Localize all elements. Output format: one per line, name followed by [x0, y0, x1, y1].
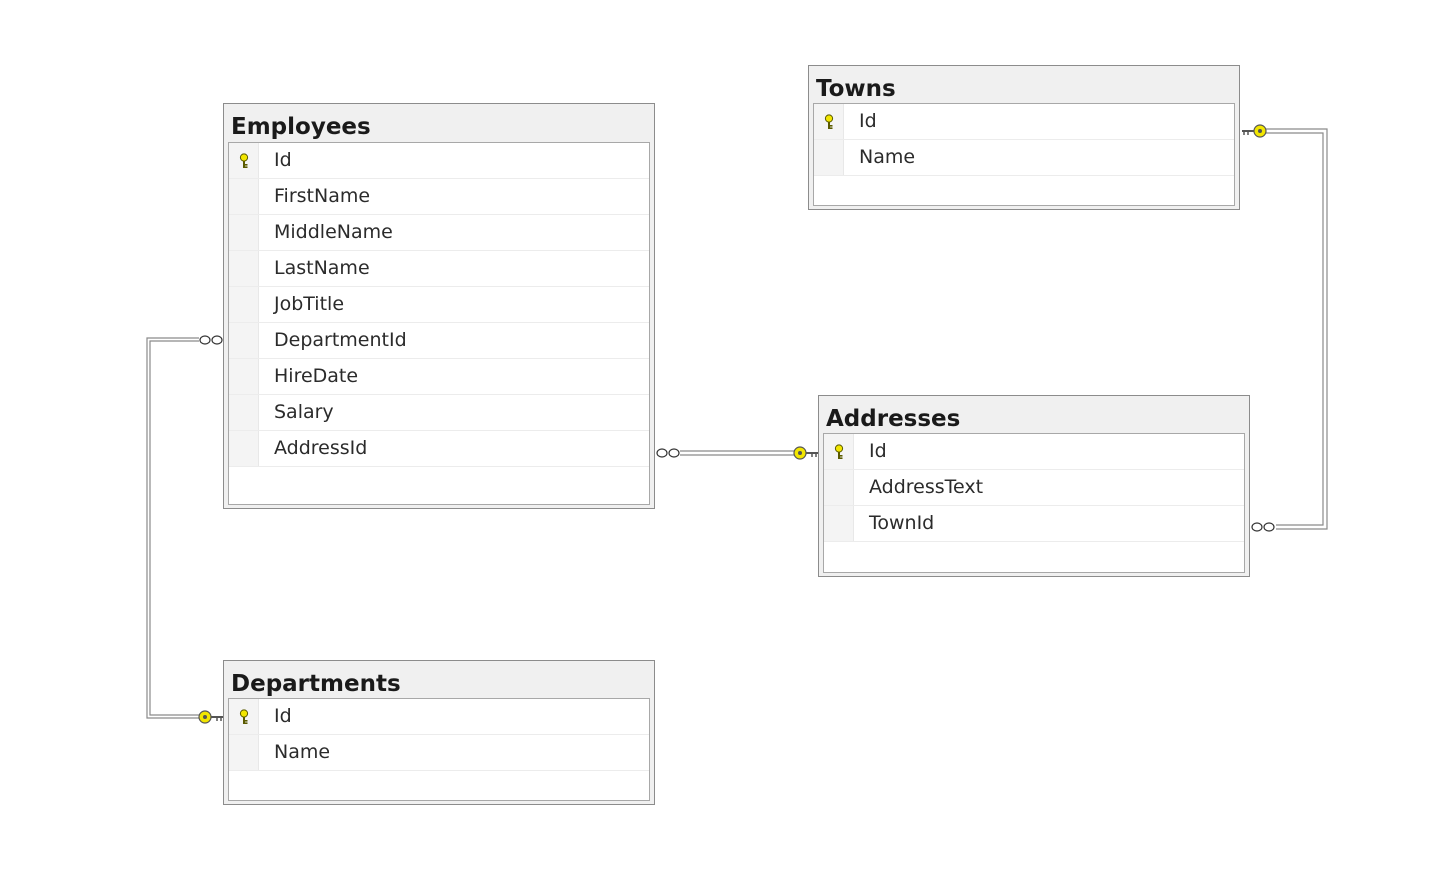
column-row[interactable]: Id	[814, 104, 1234, 140]
primary-key-icon	[824, 114, 834, 129]
column-row[interactable]: AddressId	[229, 431, 649, 467]
table-title: Addresses	[826, 406, 961, 432]
table-towns[interactable]: Towns Id Name	[808, 65, 1240, 210]
row-selector	[229, 359, 259, 394]
column-row[interactable]: HireDate	[229, 359, 649, 395]
column-name: Name	[859, 146, 916, 168]
row-selector	[229, 179, 259, 214]
column-name: AddressId	[274, 437, 368, 459]
column-row[interactable]: AddressText	[824, 470, 1244, 506]
many-end-icon	[656, 448, 680, 458]
table-addresses[interactable]: Addresses Id AddressText TownId	[818, 395, 1250, 577]
column-name: HireDate	[274, 365, 359, 387]
row-selector	[229, 287, 259, 322]
row-selector	[229, 323, 259, 358]
column-row[interactable]: FirstName	[229, 179, 649, 215]
table-title: Departments	[231, 671, 401, 697]
relationship-employees-departments[interactable]	[146, 337, 200, 719]
column-name: Name	[274, 741, 331, 763]
row-selector	[229, 251, 259, 286]
column-name: LastName	[274, 257, 370, 279]
many-end-icon	[199, 335, 223, 345]
one-key-icon	[793, 446, 818, 460]
row-selector	[229, 699, 259, 734]
primary-key-icon	[239, 709, 249, 724]
row-selector	[814, 104, 844, 139]
row-selector	[824, 506, 854, 541]
column-name: Id	[274, 149, 292, 171]
table-departments[interactable]: Departments Id Name	[223, 660, 655, 805]
one-key-icon	[1242, 124, 1267, 138]
column-list: Id Name	[813, 103, 1235, 206]
column-name: Salary	[274, 401, 334, 423]
column-name: Id	[274, 705, 292, 727]
primary-key-icon	[834, 444, 844, 459]
relationship-employees-addresses[interactable]	[680, 450, 794, 456]
column-row[interactable]: MiddleName	[229, 215, 649, 251]
column-row[interactable]: Id	[824, 434, 1244, 470]
column-row[interactable]: Name	[814, 140, 1234, 176]
row-selector	[229, 395, 259, 430]
column-name: Id	[869, 440, 887, 462]
row-selector	[229, 735, 259, 770]
column-row[interactable]: DepartmentId	[229, 323, 649, 359]
column-name: TownId	[869, 512, 935, 534]
table-title: Towns	[816, 76, 896, 102]
column-row[interactable]: Id	[229, 699, 649, 735]
column-row[interactable]: Id	[229, 143, 649, 179]
row-selector	[229, 431, 259, 466]
relationship-addresses-towns[interactable]	[1266, 128, 1328, 530]
row-selector	[229, 143, 259, 178]
column-name: AddressText	[869, 476, 984, 498]
column-name: JobTitle	[274, 293, 345, 315]
row-selector	[814, 140, 844, 175]
column-row[interactable]: Name	[229, 735, 649, 771]
empty-row	[229, 771, 649, 801]
column-row[interactable]: LastName	[229, 251, 649, 287]
column-name: FirstName	[274, 185, 371, 207]
column-name: DepartmentId	[274, 329, 407, 351]
row-selector	[229, 215, 259, 250]
many-end-icon	[1251, 522, 1275, 532]
one-key-icon	[198, 710, 223, 724]
empty-row	[824, 542, 1244, 572]
empty-row	[814, 176, 1234, 206]
column-name: Id	[859, 110, 877, 132]
column-row[interactable]: TownId	[824, 506, 1244, 542]
table-employees[interactable]: Employees Id FirstName MiddleName LastNa…	[223, 103, 655, 509]
column-list: Id Name	[228, 698, 650, 801]
column-row[interactable]: JobTitle	[229, 287, 649, 323]
column-list: Id AddressText TownId	[823, 433, 1245, 573]
row-selector	[824, 470, 854, 505]
column-row[interactable]: Salary	[229, 395, 649, 431]
row-selector	[824, 434, 854, 469]
column-list: Id FirstName MiddleName LastName JobTitl…	[228, 142, 650, 505]
table-title: Employees	[231, 114, 371, 140]
primary-key-icon	[239, 153, 249, 168]
column-name: MiddleName	[274, 221, 393, 243]
empty-row	[229, 467, 649, 497]
